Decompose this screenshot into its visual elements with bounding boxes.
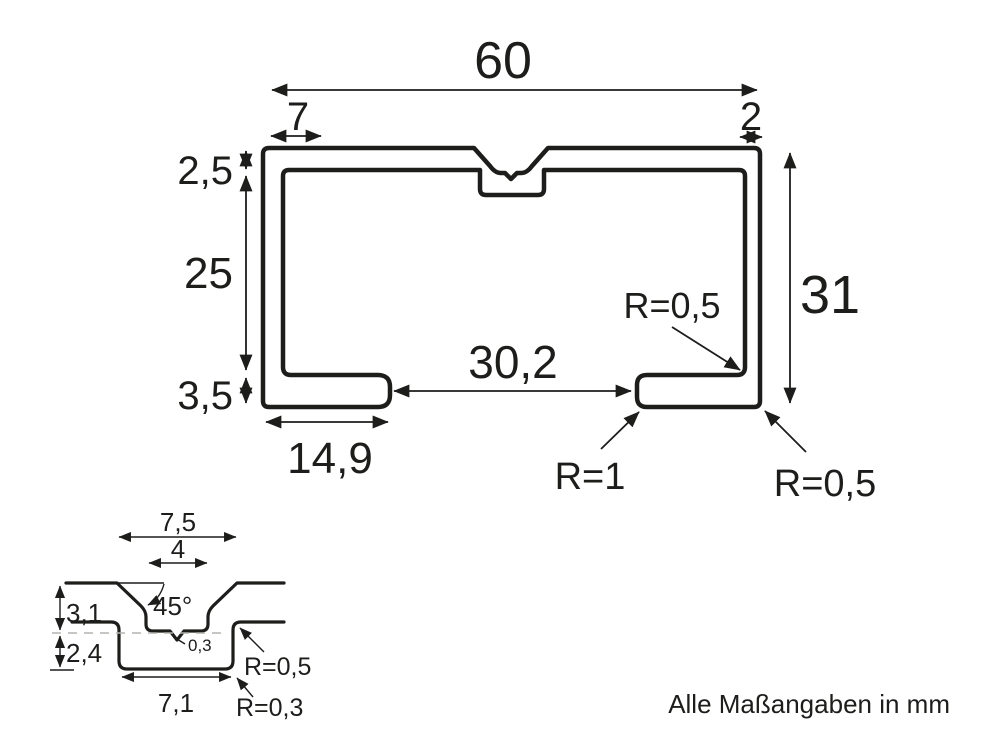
dim-label-v-notch: 0,3: [188, 636, 212, 655]
dim-label-opening-width: 30,2: [468, 336, 558, 388]
dim-label-total-width: 60: [474, 32, 532, 90]
radius-label-inner-corner: R=0,5: [623, 285, 720, 326]
leader-radius-outer-corner: [764, 410, 807, 453]
main-profile-outline: [260, 145, 763, 410]
detail-labels: 7,5 4 45° 3,1 2,4 0,3 R=0,5 7,1 R=0,3: [66, 507, 311, 722]
main-dimensions: [239, 83, 807, 453]
dim-label-inner-height: 25: [184, 249, 233, 298]
units-note: Alle Maßangaben in mm: [668, 689, 950, 719]
dim-label-groove-top: 7,5: [160, 507, 196, 537]
angle-arc-arrow: [147, 583, 165, 606]
detail-inner-surface: [70, 620, 286, 671]
dim-label-flange-width: 14,9: [287, 434, 373, 483]
dim-label-total-height: 31: [800, 265, 860, 325]
dim-label-bottom-thickness: 3,5: [177, 374, 233, 418]
dim-label-slot-width: 7,1: [158, 688, 194, 718]
main-profile: [260, 145, 763, 410]
leader-v-notch: [176, 638, 186, 645]
detail-outer-surface: [64, 581, 286, 642]
leader-radius-slot-top: [239, 627, 265, 653]
dim-label-top-left-width: 7: [287, 95, 309, 139]
radius-label-outer-corner: R=0,5: [774, 463, 876, 505]
leader-radius-slot-bottom: [236, 677, 254, 698]
dim-label-top-right-width: 2: [740, 95, 762, 139]
dim-label-depth-outer: 3,1: [66, 598, 102, 628]
angle-label-chamfer: 45°: [153, 591, 192, 621]
detail-profile: [50, 581, 286, 671]
dim-label-depth-inner: 2,4: [66, 638, 102, 668]
radius-label-flange-end: R=1: [555, 456, 626, 498]
detail-dimensions: [54, 531, 265, 698]
leader-radius-inner-corner: [671, 326, 741, 371]
radius-label-slot-top: R=0,5: [244, 653, 311, 681]
leader-radius-flange-end: [600, 411, 640, 450]
dim-label-groove-floor: 4: [171, 534, 185, 564]
radius-label-slot-bottom: R=0,3: [236, 694, 303, 722]
main-labels: 60 7 2 2,5 25 3,5 31 30,2 14,9 R=0,5 R=1…: [177, 32, 876, 505]
dim-label-top-thickness: 2,5: [177, 149, 233, 193]
